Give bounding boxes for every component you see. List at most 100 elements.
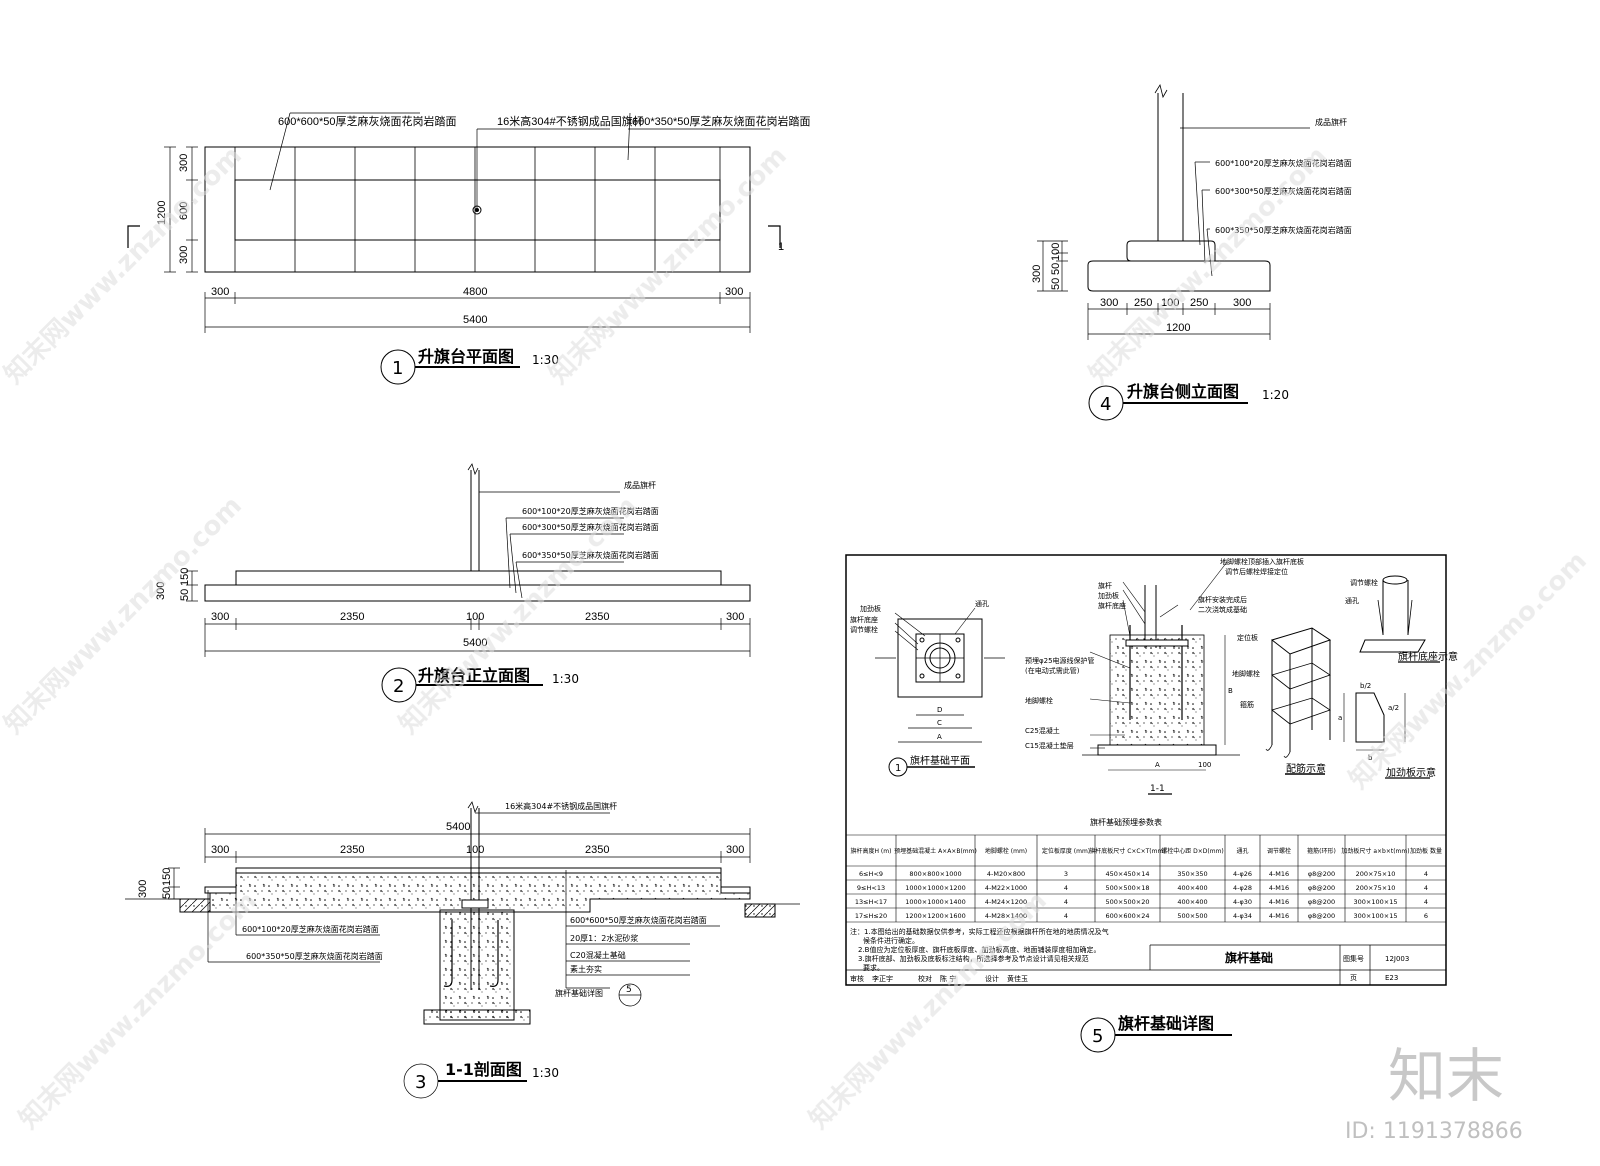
elev-dim-h-total: 5400 [463, 637, 487, 649]
table-header-cell: 箍筋(环形) [1307, 847, 1336, 855]
table-header-cell: 调节螺栓 [1267, 847, 1291, 855]
drawing-2-front-elevation [186, 463, 751, 703]
watermark-site-7: 知末网www.znzmo.com [14, 886, 263, 1135]
elev-dim-h-2: 2350 [340, 611, 364, 623]
drawing-5-detail-sheet [845, 554, 1447, 1053]
sec-label-right-3: C20混凝土基础 [570, 950, 626, 960]
sec-scale: 1:30 [532, 1066, 559, 1080]
side-dim-v-3: 50 [1050, 263, 1062, 275]
table-cell: 13≤H<17 [855, 898, 887, 906]
d5-plan-title: 旗杆基础平面 [910, 754, 970, 767]
d5-sec-label-2: 调节后螺栓焊接定位 [1225, 567, 1288, 576]
table-header-cell: 定位板厚度 (mm) [1042, 847, 1090, 855]
plan-dim-v-total: 1200 [156, 201, 168, 225]
d5-table: 旗杆高度H (m)预埋基础混凝土 A×A×B(mm)地脚螺栓 (mm)定位板厚度… [851, 847, 1442, 920]
table-cell: 4-M20×800 [987, 870, 1025, 878]
d5-plan-dim-d: D [937, 706, 942, 714]
watermark-site-1: 知末网www.znzmo.com [0, 141, 248, 390]
d5-sec-side-3: 地脚螺栓 [1025, 696, 1053, 705]
elev-label-3: 600*300*50厚芝麻灰烧面花岗岩踏面 [522, 522, 659, 532]
watermark-site-6: 知末网www.znzmo.com [1344, 546, 1593, 795]
d5-tb-title: 旗杆基础 [1225, 950, 1273, 965]
d5-note-4: 3.旗杆底部、加劲板及底板标注结构，所选择参考及节点设计请见相关规范 [858, 954, 1089, 963]
elev-dim-h-5: 300 [726, 611, 744, 623]
plan-dim-h-total: 5400 [463, 314, 487, 326]
d5-plate-dim-1: b/2 [1360, 682, 1371, 690]
d5-note-3: 2.B值应为定位板厚度、旗杆底板厚度、加劲板高度、地面铺装厚度相加确定。 [858, 945, 1100, 954]
side-dim-h-2: 250 [1134, 297, 1152, 309]
table-cell: φ8@200 [1308, 884, 1335, 892]
elev-scale: 1:30 [552, 672, 579, 686]
table-cell: 4 [1064, 898, 1068, 906]
table-cell: 4-φ26 [1233, 870, 1252, 878]
table-cell: 800×800×1000 [909, 870, 961, 878]
d5-note-2: 候条件进行确定。 [863, 936, 919, 945]
plan-label-paving-a: 600*600*50厚芝麻灰烧面花岗岩踏面 [278, 114, 457, 128]
elev-dim-h-4: 2350 [585, 611, 609, 623]
table-cell: 4 [1424, 884, 1428, 892]
elev-title: 升旗台正立面图 [418, 666, 530, 685]
table-cell: 4-M16 [1269, 912, 1289, 920]
d5-sec-dim-b: B [1228, 687, 1233, 695]
d5-rebar-label-2: 地脚螺栓 [1232, 669, 1260, 678]
sec-label-right-5: 旗杆基础详图 [555, 988, 603, 998]
drawing-4-side-elevation [1037, 83, 1310, 421]
sec-label-flagpole: 16米高304#不锈钢成品国旗杆 [505, 801, 617, 811]
d5-sec-label-4: 加劲板 [1098, 591, 1119, 600]
side-dim-v-2: 100 [1050, 243, 1062, 261]
elev-label-1: 成品旗杆 [624, 480, 656, 490]
d5-sec-side-1: 预埋φ25电源线保护管 [1025, 656, 1095, 665]
plan-label-flagpole: 16米高304#不锈钢成品国旗杆 [497, 114, 644, 128]
table-header-cell: 旗杆高度H (m) [851, 847, 892, 855]
table-cell: 4-M24×1200 [985, 898, 1027, 906]
table-cell: 4-M16 [1269, 870, 1289, 878]
table-cell: 200×75×10 [1356, 870, 1396, 878]
table-cell: 4-M16 [1269, 884, 1289, 892]
d5-rebar-label-1: 定位板 [1237, 633, 1258, 642]
sec-label-right-2: 20厚1：2水泥砂浆 [570, 933, 638, 943]
d5-sec-dim-100: 100 [1198, 761, 1211, 769]
watermark-site-3: 知末网www.znzmo.com [1084, 141, 1333, 390]
table-cell: φ8@200 [1308, 912, 1335, 920]
d5-plan-dim-a: A [937, 733, 942, 741]
plan-dim-h-1: 300 [211, 286, 229, 298]
side-dim-h-1: 300 [1100, 297, 1118, 309]
table-cell: 4-M22×1000 [985, 884, 1027, 892]
elev-label-4: 600*350*50厚芝麻灰烧面花岗岩踏面 [522, 550, 659, 560]
side-dim-h-4: 250 [1190, 297, 1208, 309]
sec-title-num: 3 [415, 1072, 426, 1093]
elev-dim-v-1: 300 [155, 582, 167, 600]
plan-dim-v-1: 300 [178, 154, 190, 172]
table-cell: 1200×1200×1600 [905, 912, 966, 920]
plan-title: 升旗台平面图 [418, 347, 514, 366]
sec-dim-v-2: 150 [161, 868, 173, 886]
table-cell: 4-φ28 [1233, 884, 1252, 892]
table-cell: 1000×1000×1200 [905, 884, 966, 892]
side-label-1: 成品旗杆 [1315, 117, 1347, 127]
table-cell: 4 [1424, 870, 1428, 878]
plan-dim-h-2: 4800 [463, 286, 487, 298]
d5-plan-dim-c: C [937, 719, 942, 727]
table-cell: 4-φ30 [1233, 898, 1252, 906]
title-block-cell: 黄佳玉 [1007, 974, 1028, 983]
d5-note-5: 要求。 [863, 963, 884, 972]
elev-dim-h-1: 300 [211, 611, 229, 623]
plan-section-mark: 1 [778, 241, 784, 253]
table-header-cell: 加劲板 数量 [1410, 847, 1442, 855]
sec-detail-ref: 5 [626, 985, 632, 995]
table-cell: 500×500×18 [1106, 884, 1150, 892]
d5-sec-label-1: 地脚螺栓顶部插入旗杆底板 [1220, 557, 1304, 566]
table-cell: 9≤H<13 [857, 884, 885, 892]
side-dim-h-3: 100 [1161, 297, 1179, 309]
table-cell: 600×600×24 [1106, 912, 1150, 920]
table-cell: 4-M28×1400 [985, 912, 1027, 920]
table-header-cell: 通孔 [1236, 847, 1248, 855]
side-dim-v-4: 50 [1050, 278, 1062, 290]
sec-label-left-2: 600*350*50厚芝麻灰烧面花岗岩踏面 [246, 951, 383, 961]
sec-label-left-1: 600*100*20厚芝麻灰烧面花岗岩踏面 [242, 924, 379, 934]
watermark-site-8: 知末网www.znzmo.com [804, 886, 1053, 1135]
sec-dim-h-3: 100 [466, 844, 484, 856]
sec-dim-total: 5400 [446, 821, 470, 833]
d5-sec-label-3: 旗杆 [1098, 581, 1112, 590]
plan-dim-v-2: 600 [178, 202, 190, 220]
